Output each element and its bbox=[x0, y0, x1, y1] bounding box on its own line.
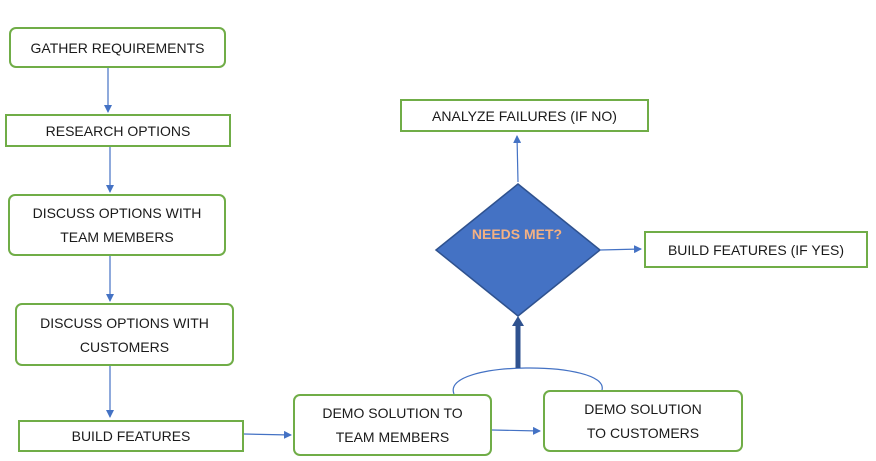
node-analyze-failures: ANALYZE FAILURES (IF NO) bbox=[400, 99, 649, 132]
node-gather-requirements: GATHER REQUIREMENTS bbox=[9, 27, 226, 68]
decision-diamond bbox=[434, 183, 602, 317]
arrow-demo-team-to-demo-customers bbox=[491, 426, 541, 435]
node-build-features-yes: BUILD FEATURES (IF YES) bbox=[644, 231, 868, 268]
arrow-decision-to-analyze bbox=[513, 135, 522, 183]
arrow-build-to-demo-team bbox=[243, 430, 292, 439]
node-demo-customers: DEMO SOLUTION TO CUSTOMERS bbox=[543, 390, 743, 452]
node-discuss-team: DISCUSS OPTIONS WITH TEAM MEMBERS bbox=[8, 194, 226, 256]
arrow-into-decision-head bbox=[512, 316, 524, 326]
arrow-decision-to-build-yes bbox=[599, 245, 642, 254]
node-build-features: BUILD FEATURES bbox=[18, 420, 244, 452]
loop-arc bbox=[452, 367, 603, 395]
node-discuss-customers: DISCUSS OPTIONS WITH CUSTOMERS bbox=[15, 303, 234, 366]
node-demo-team: DEMO SOLUTION TO TEAM MEMBERS bbox=[293, 394, 492, 456]
node-research-options: RESEARCH OPTIONS bbox=[5, 114, 231, 147]
